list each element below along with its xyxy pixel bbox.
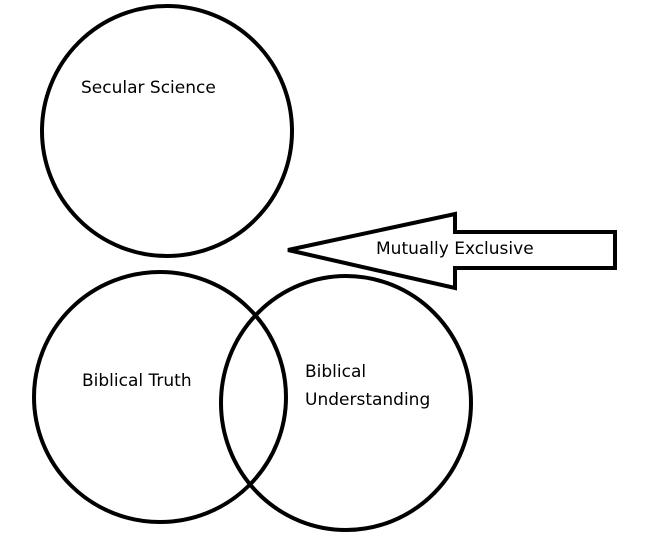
mutually-exclusive-arrow-group: Mutually Exclusive — [287, 211, 617, 291]
secular-science-circle — [40, 4, 294, 258]
biblical-understanding-label-line2: Understanding — [305, 390, 430, 410]
mutually-exclusive-arrow — [287, 211, 617, 291]
secular-science-label: Secular Science — [81, 78, 216, 98]
biblical-understanding-circle — [219, 274, 473, 532]
biblical-truth-label: Biblical Truth — [82, 371, 192, 391]
secular-science-group: Secular Science — [40, 4, 294, 258]
biblical-understanding-group: Biblical Understanding — [219, 274, 473, 532]
biblical-truth-circle — [32, 270, 288, 524]
mutually-exclusive-label: Mutually Exclusive — [376, 239, 534, 259]
biblical-understanding-label-line1: Biblical — [305, 362, 366, 382]
biblical-truth-group: Biblical Truth — [32, 270, 288, 524]
